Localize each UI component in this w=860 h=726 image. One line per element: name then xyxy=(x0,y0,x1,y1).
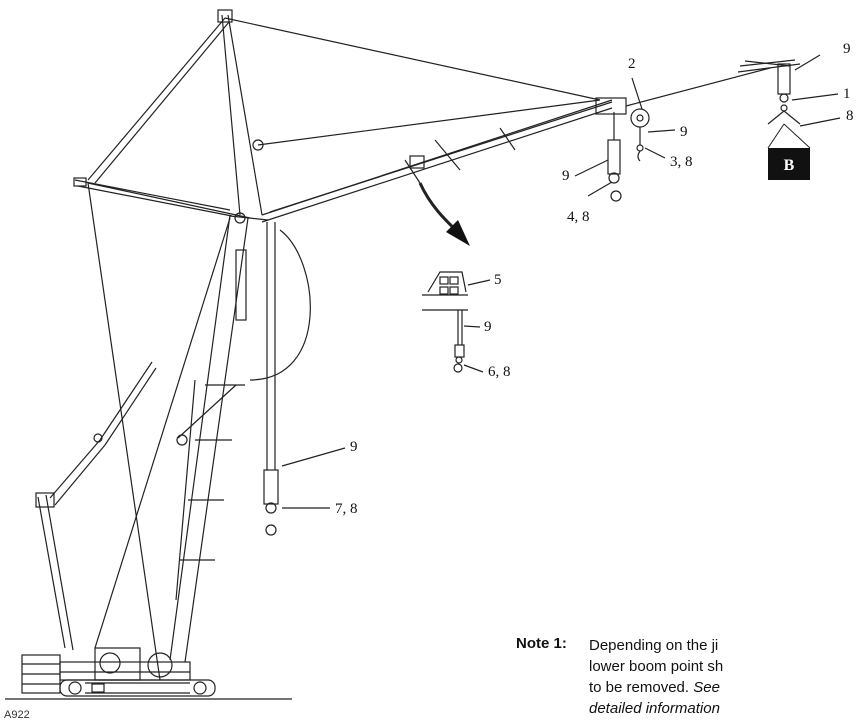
fly-jib-tip xyxy=(737,59,801,125)
pendant-rope-2 xyxy=(87,182,251,219)
callout-leaders xyxy=(281,54,841,509)
note-line-4: detailed information xyxy=(589,700,720,717)
sling-right xyxy=(783,123,811,149)
arrow-head-icon xyxy=(446,220,470,246)
crawler-tracks xyxy=(59,679,216,697)
hook-block-4 xyxy=(607,112,622,202)
main-boom xyxy=(169,212,269,663)
callout-9-jibhead: 9 xyxy=(680,124,688,140)
superstructure xyxy=(21,647,191,694)
callout-9-lower: 9 xyxy=(350,439,358,455)
jib-head xyxy=(595,67,771,128)
callout-9-hook4: 9 xyxy=(562,168,570,184)
detached-sheave-assembly xyxy=(422,271,468,373)
callout-9-detached: 9 xyxy=(484,319,492,335)
mast xyxy=(35,361,157,651)
hook-block-3 xyxy=(636,127,644,162)
removal-arrow xyxy=(418,182,460,234)
luffing-frame xyxy=(87,9,601,216)
loose-rope xyxy=(249,229,311,381)
callout-6-8: 6, 8 xyxy=(488,364,511,380)
note-label: Note 1: xyxy=(516,635,567,652)
jib-strut xyxy=(73,177,233,217)
luffing-jib xyxy=(261,99,613,223)
note-body: Depending on the ji lower boom point sh … xyxy=(589,635,860,719)
note-line-1: Depending on the ji xyxy=(589,637,719,654)
callout-8-top: 8 xyxy=(846,108,854,124)
callout-7-8: 7, 8 xyxy=(335,501,358,517)
load-box xyxy=(768,148,810,180)
callout-1: 1 xyxy=(843,86,851,102)
callout-4-8: 4, 8 xyxy=(567,209,590,225)
load-box-label: B xyxy=(784,157,795,174)
note-see-reference: See xyxy=(693,679,720,696)
lower-hook-assembly xyxy=(263,222,279,536)
callout-2: 2 xyxy=(628,56,636,72)
note-line-3: to be removed. See xyxy=(589,677,860,698)
figure-id: A922 xyxy=(4,709,30,721)
note-line-2: lower boom point sh xyxy=(589,658,724,675)
callout-3-8: 3, 8 xyxy=(670,154,693,170)
callout-5: 5 xyxy=(494,272,502,288)
pendant-rope-3 xyxy=(94,217,231,649)
callout-9-top: 9 xyxy=(843,41,851,57)
pendant-rope-1 xyxy=(87,182,161,681)
note-line-3-text: to be removed. xyxy=(589,679,694,696)
sling-left xyxy=(767,123,785,149)
